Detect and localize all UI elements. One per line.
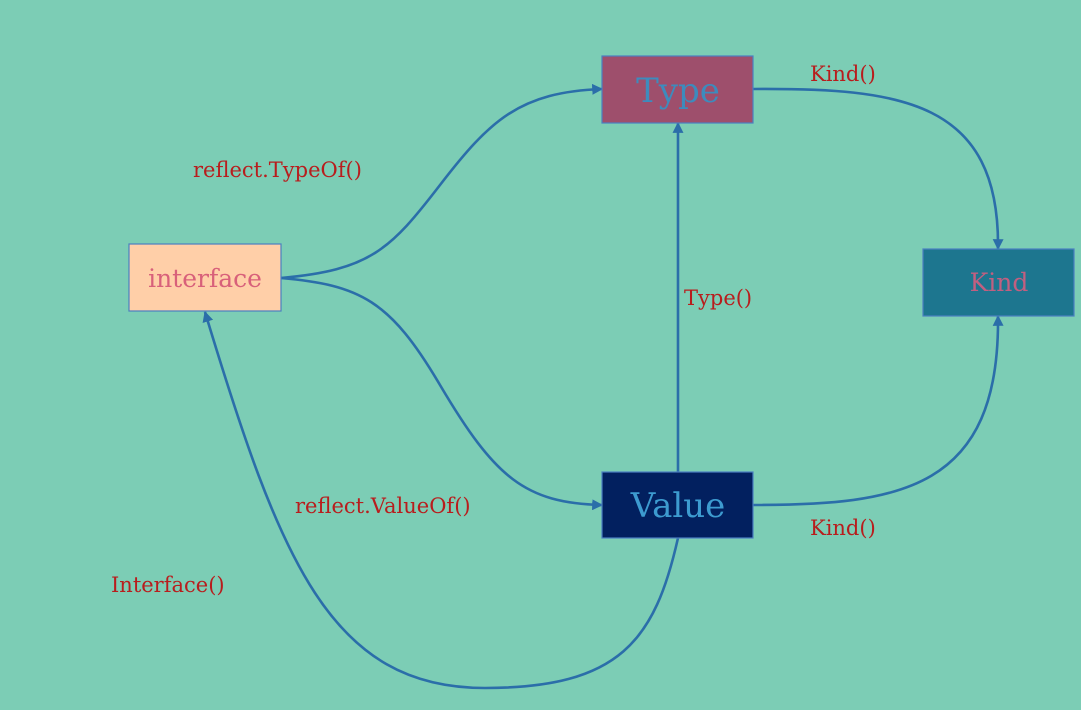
edge-interface-to-value — [280, 276, 604, 511]
edge-label-typeof: reflect.TypeOf() — [193, 158, 362, 182]
node-value-box — [601, 471, 754, 539]
node-interface-box — [128, 243, 282, 312]
node-value: Value — [601, 471, 754, 539]
edge-label-kind-from-value: Kind() — [810, 516, 876, 540]
node-type: Type — [601, 55, 754, 124]
edge-value-to-interface — [202, 310, 680, 690]
node-value-label: Value — [630, 486, 726, 526]
edge-label-interface-method: Interface() — [111, 573, 225, 597]
edge-value-to-kind — [752, 314, 1004, 507]
node-kind-box — [922, 248, 1075, 317]
node-type-label: Type — [636, 71, 720, 111]
node-interface-label: interface — [148, 264, 262, 293]
node-kind-label: Kind — [970, 268, 1029, 297]
edge-label-kind-from-type: Kind() — [810, 62, 876, 86]
edge-label-type-method: Type() — [684, 286, 752, 310]
node-type-box — [601, 55, 754, 124]
node-interface: interface — [128, 243, 282, 312]
edge-type-to-kind — [752, 87, 1004, 251]
edge-label-valueof: reflect.ValueOf() — [295, 494, 471, 518]
edge-interface-to-type — [280, 83, 604, 280]
node-kind: Kind — [922, 248, 1075, 317]
